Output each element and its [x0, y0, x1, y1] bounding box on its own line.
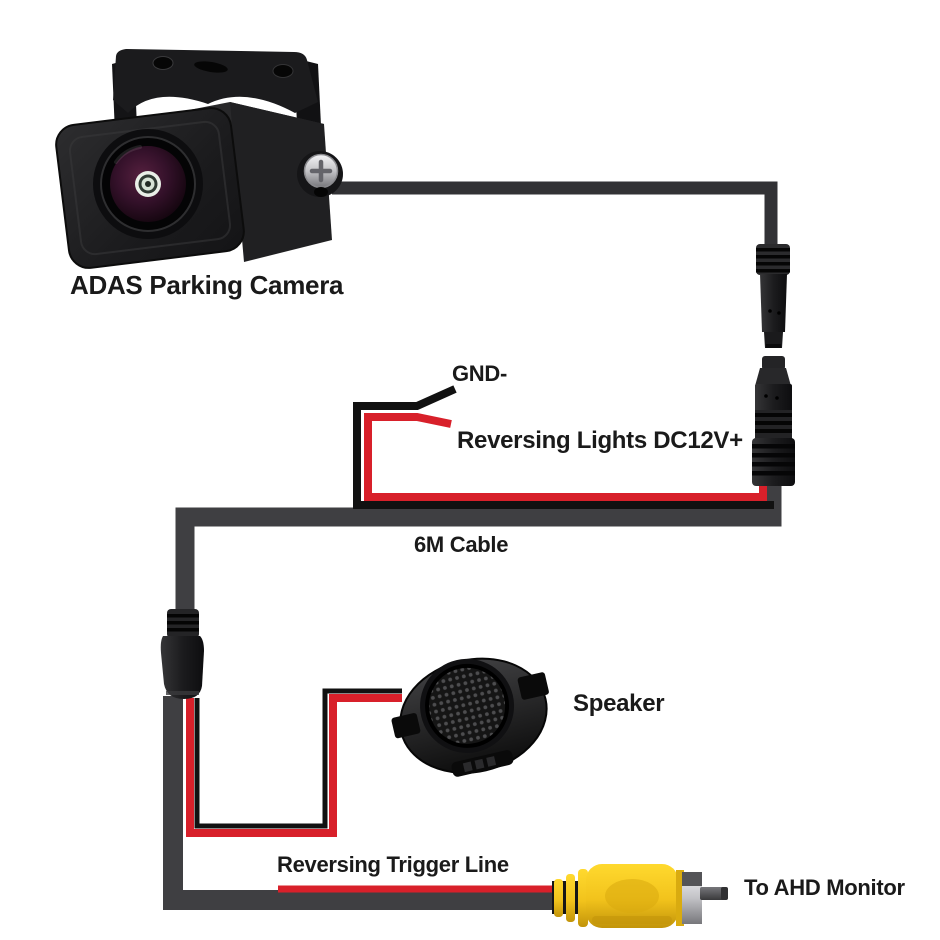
speaker-wire-red — [186, 694, 402, 837]
speaker-switch — [451, 750, 514, 777]
camera-lens — [93, 129, 203, 239]
camera-label: ADAS Parking Camera — [70, 270, 344, 300]
rca-plug — [552, 864, 728, 928]
monitor-label: To AHD Monitor — [744, 875, 905, 900]
reversing-lights-label: Reversing Lights DC12V+ — [457, 427, 743, 454]
cable-length-label: 6M Cable — [414, 532, 509, 557]
male-connector — [756, 244, 790, 348]
trigger-line-label: Reversing Trigger Line — [277, 852, 509, 877]
speaker-illustration — [391, 657, 549, 777]
inline-connector — [160, 609, 204, 699]
camera-video-cable — [332, 181, 778, 250]
camera-illustration — [55, 49, 343, 269]
camera-screw — [297, 151, 343, 197]
speaker-label: Speaker — [573, 690, 665, 717]
speaker-wire-black — [194, 688, 402, 829]
female-connector — [752, 356, 795, 486]
ground-wire-black — [353, 385, 774, 509]
six-meter-cable-lower — [163, 696, 594, 910]
power-wire-red — [364, 413, 767, 501]
six-meter-cable-upper — [175, 480, 782, 612]
gnd-label: GND- — [452, 361, 508, 386]
